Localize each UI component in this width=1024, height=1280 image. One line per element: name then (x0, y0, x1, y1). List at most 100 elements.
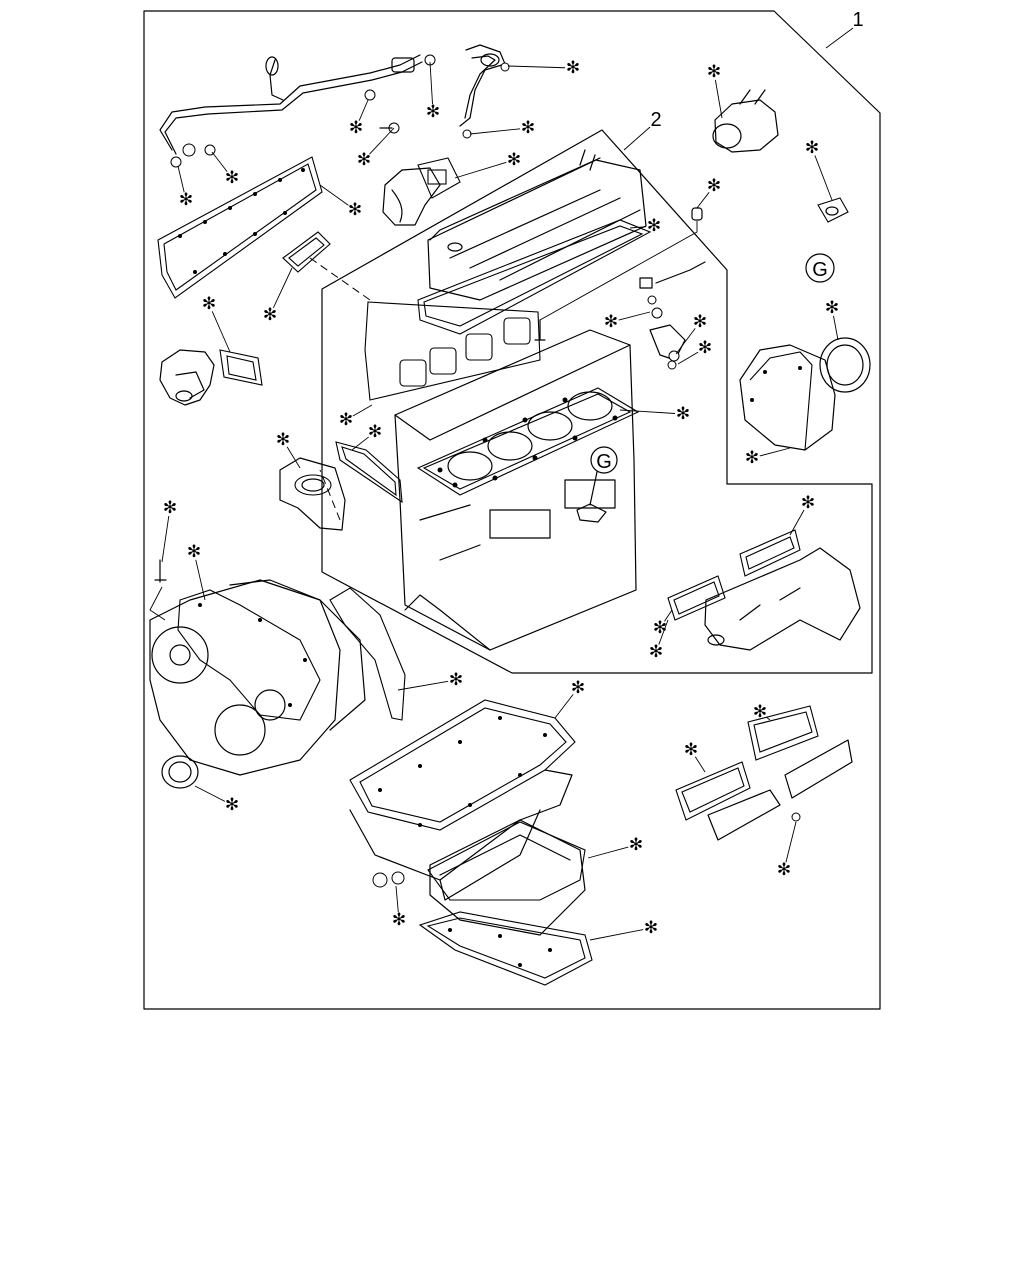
kit-part-leader-line (785, 821, 797, 863)
valve-cover-gasket (417, 219, 652, 335)
kit-part-symbol: ✻ (521, 118, 535, 138)
oil-pan-lower (427, 819, 586, 936)
svg-text:G: G (596, 451, 612, 473)
g-marker-top: G (805, 253, 835, 283)
kit-part-leader-line (397, 680, 449, 691)
kit-part-leader-line (161, 515, 170, 563)
kit-part-leader-line (759, 447, 791, 457)
kit-number-label: 1 (852, 9, 863, 31)
kit-part-leader-line (358, 99, 369, 121)
kit-part-leader-line (177, 165, 185, 193)
subkit-number-label: 2 (650, 109, 661, 131)
kit-part-symbol: ✻ (357, 150, 371, 170)
kit-part-leader-line (696, 192, 710, 209)
kit-part-leader-line (714, 79, 723, 119)
water-pump-gasket (219, 349, 263, 386)
kit-part-symbol: ✻ (339, 410, 353, 430)
reference-lines (309, 257, 371, 521)
kit-part-symbol: ✻ (349, 118, 363, 138)
kit-part-leader-line (272, 267, 293, 308)
kit-part-symbol: ✻ (604, 312, 618, 332)
kit-part-leader-line (833, 315, 839, 341)
kit-part-symbol: ✻ (707, 62, 721, 82)
front-plate-gasket (329, 587, 406, 721)
kit-part-leader-line (369, 127, 395, 155)
kit-part-symbol: ✻ (707, 176, 721, 196)
cover-bolt (149, 559, 167, 621)
kit-part-symbol: ✻ (753, 702, 767, 722)
head-side-gasket (335, 441, 403, 504)
kit-part-symbol: ✻ (777, 860, 791, 880)
cylinder-block (394, 329, 637, 651)
kit-part-symbol: ✻ (684, 740, 698, 760)
timing-cover-gasket (177, 589, 321, 721)
timing-cover (149, 579, 366, 776)
kit-part-leader-line (351, 436, 369, 451)
oil-pan-gasket-upper (349, 699, 576, 831)
kit-part-leader-line (675, 328, 696, 355)
kit-part-leader-line (814, 155, 833, 201)
kit-part-symbol: ✻ (644, 918, 658, 938)
kit-part-leader-line (194, 785, 226, 802)
kit-part-symbol: ✻ (745, 448, 759, 468)
thermostat-gasket (282, 231, 331, 273)
kit-part-leader-line (195, 559, 206, 601)
inlet-elbow-and-gasket (379, 122, 461, 226)
intake-manifold (704, 547, 861, 651)
kit-part-symbol: ✻ (348, 200, 362, 220)
fuel-pump (712, 89, 779, 153)
kit-part-leader-line (211, 151, 228, 172)
kit-part-symbol: ✻ (566, 58, 580, 78)
kit-part-symbol: ✻ (426, 102, 440, 122)
kit-part-leader-line (469, 128, 521, 135)
kit-part-symbol: ✻ (805, 138, 819, 158)
pump-gasket (817, 197, 849, 223)
kit-part-symbol: ✻ (507, 150, 521, 170)
kit-part-symbol: ✻ (179, 190, 193, 210)
cylinder-head-gasket (416, 387, 640, 496)
intake-manifold-gaskets (667, 529, 801, 621)
kit-part-symbol: ✻ (449, 670, 463, 690)
kit-part-symbol: ✻ (698, 338, 712, 358)
water-pump-housing (159, 349, 215, 406)
kit-part-leader-line (694, 756, 706, 773)
kit-part-symbol: ✻ (647, 216, 661, 236)
kit-part-leader-line (619, 409, 676, 414)
kit-part-symbol: ✻ (276, 430, 290, 450)
kit-part-leader-line (507, 65, 566, 69)
exhaust-manifold-gasket (364, 301, 541, 401)
sub-kit-g-marker: G (576, 446, 618, 523)
kit-part-symbol: ✻ (653, 618, 667, 638)
kit-part-symbol: ✻ (263, 305, 277, 325)
kit-part-leader-line (429, 61, 433, 105)
kit-part-leader-line (589, 929, 644, 941)
kit-part-symbol: ✻ (225, 795, 239, 815)
kit-part-symbol: ✻ (392, 910, 406, 930)
kit-part-leader-line (618, 311, 651, 321)
kit-part-symbol: ✻ (225, 168, 239, 188)
kit-part-symbol: ✻ (571, 678, 585, 698)
kit-part-symbol: ✻ (693, 312, 707, 332)
svg-text:G: G (812, 259, 828, 281)
subkit-callout-leader (623, 126, 651, 151)
kit-outer-frame (143, 10, 881, 1010)
kit-part-symbol: ✻ (676, 404, 690, 424)
oil-pipe-assembly (159, 54, 436, 168)
kit-part-symbol: ✻ (187, 542, 201, 562)
thermostat-housing (279, 457, 346, 531)
kit-part-leader-line (664, 609, 673, 622)
rear-crank-seal (819, 337, 871, 393)
kit-part-symbol: ✻ (163, 498, 177, 518)
kit-part-leader-line (319, 184, 349, 206)
leader-lines (161, 61, 839, 941)
kit-part-symbol: ✻ (649, 642, 663, 662)
kit-part-symbols: ✻✻✻✻✻✻✻✻✻✻✻✻✻✻✻✻✻✻✻✻✻✻✻✻✻✻✻✻✻✻✻✻✻✻✻✻✻✻ (163, 58, 839, 938)
kit-part-leader-line (629, 226, 647, 229)
injector-parts (534, 207, 706, 370)
kit-part-leader-line (658, 619, 669, 645)
front-crank-seal (161, 755, 199, 789)
kit-part-symbol: ✻ (825, 298, 839, 318)
kit-part-leader-line (587, 846, 629, 859)
kit-part-symbol: ✻ (801, 493, 815, 513)
rear-seal-housing (739, 344, 836, 451)
